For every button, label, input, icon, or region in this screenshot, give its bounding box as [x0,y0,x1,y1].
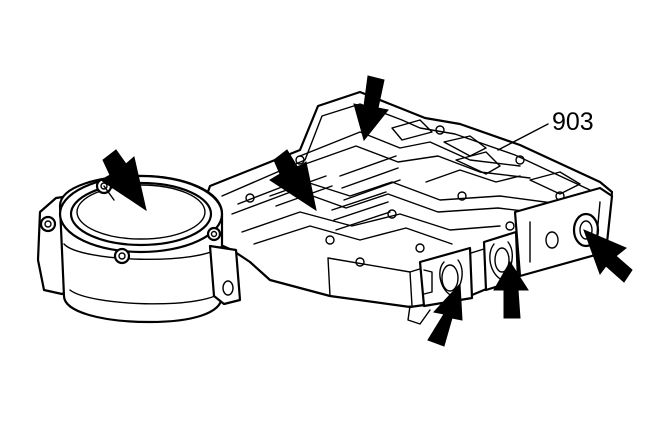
center-arrow [269,149,317,212]
accumulator-housing [36,174,242,324]
accumulator-arrow [100,149,147,212]
callout-leader-line [497,123,549,151]
upper-center-arrow [353,75,389,142]
lower-right-arrow [493,261,529,319]
right-end-arrow [583,229,633,283]
callout-label: 903 [552,108,594,136]
right-end-side [513,186,614,278]
lower-center-arrow [427,282,463,347]
